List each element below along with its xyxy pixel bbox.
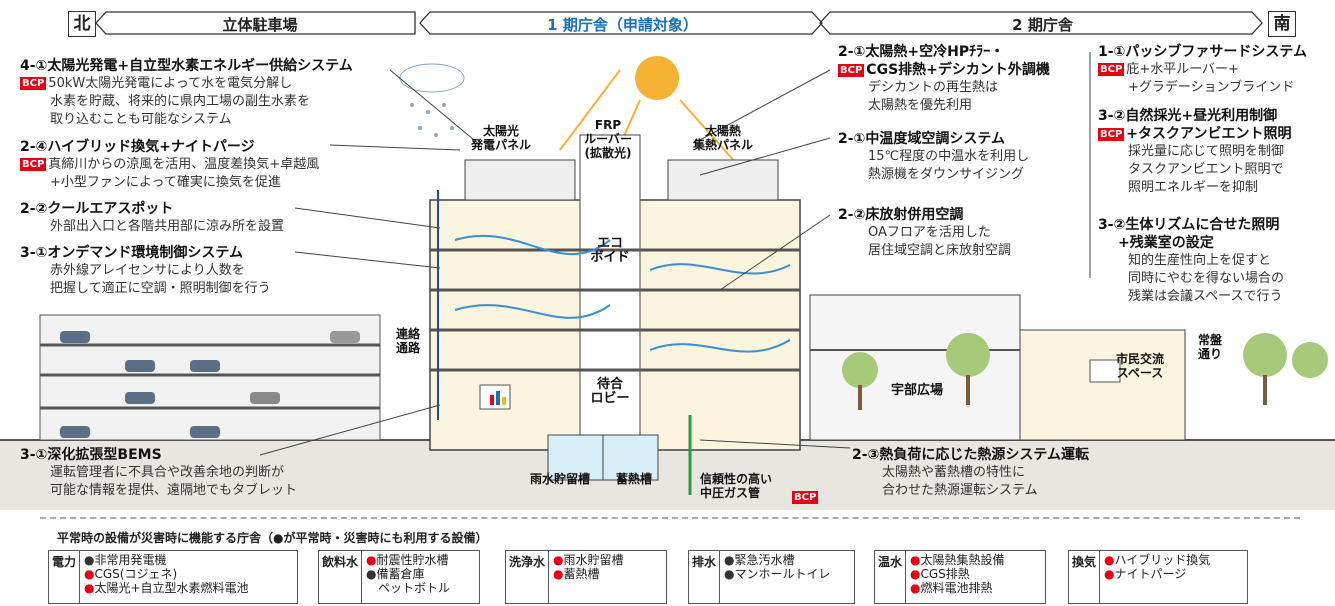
gas-pipe-bcp-badge: BCP <box>792 491 819 504</box>
annotation-daylight-control: 3-②自然採光+昼光利用制御 BCP+タスクアンビエント照明 採光量に応じて照明… <box>1098 108 1292 195</box>
gas-pipe-label: 信頼性の高い 中圧ガス管 <box>700 472 773 500</box>
annotation-heat-source: 2-③熱負荷に応じた熱源システム運転 太陽熱や蓄熱槽の特性に 合わせた熱源運転シ… <box>852 447 1089 498</box>
annotation-cool-air-spot: 2-②クールエアスポット 外部出入口と各階共用部に涼み所を設置 <box>20 201 285 234</box>
street-label: 常盤 通り <box>1197 333 1222 361</box>
sun <box>635 56 679 100</box>
frp-louver-label: FRP ルーバー (拡散光) <box>584 118 632 160</box>
lobby-label: 待合 ロビー <box>590 377 630 406</box>
legend-title: 平常時の設備が災害時に機能する庁舎（●が平常時・災害時にも利用する設備） <box>57 531 488 545</box>
south-marker: 南 <box>1268 11 1296 37</box>
legend-divider <box>40 517 1300 519</box>
north-marker: 北 <box>68 11 96 37</box>
rain-tank-label: 雨水貯留槽 <box>529 472 590 486</box>
building-cross-section <box>0 52 1335 510</box>
solar-heat-panel-label: 太陽熱 集熱パネル <box>692 124 753 152</box>
section-arrows <box>95 11 1263 35</box>
legend-wash-water: 洗浄水 ●雨水貯留槽 ●蓄熱槽 <box>505 550 667 604</box>
section-parking: 立体駐車場 <box>222 16 298 34</box>
legend-drinking-water: 飲料水 ●耐震性貯水槽 ●備蓄倉庫 ペットボトル <box>318 550 480 604</box>
eco-void-label: エコ ボイド <box>590 236 630 265</box>
annotation-on-demand-control: 3-①オンデマンド環境制御システム 赤外線アレイセンサにより人数を 把握して適正… <box>20 245 271 296</box>
corridor-label: 連絡 通路 <box>395 327 420 355</box>
legend-hot-water: 温水 ●太陽熱集熱設備 ●CGS排熱 ●燃料電池排熱 <box>874 550 1046 604</box>
section-phase2: 2 期庁舎 <box>1012 16 1073 34</box>
heat-storage-tank-label: 蓄熱槽 <box>615 472 652 486</box>
section-phase1: 1 期庁舎（申請対象） <box>547 16 698 34</box>
civic-space-label: 市民交流 スペース <box>1115 352 1164 380</box>
plaza-label: 宇部広場 <box>890 383 943 398</box>
annotation-mid-temp-hvac: 2-①中温度域空調システム 15℃程度の中温水を利用し 熱源機をダウンサイジング <box>838 130 1088 184</box>
annotation-biorhythm-lighting: 3-②生体リズムに合せた照明 +残業室の設定 知的生産性向上を促すと 同時にやむ… <box>1098 217 1285 304</box>
parking-structure <box>39 314 381 441</box>
legend-power: 電力 ●非常用発電機 ●CGS(コジェネ) ●太陽光+自立型水素燃料電池 <box>48 550 298 604</box>
annotation-floor-radiant: 2-②床放射併用空調 OAフロアを活用した 居住域空調と床放射空調 <box>838 206 1088 260</box>
annotation-bems: 3-①深化拡張型BEMS 運転管理者に不具合や改善余地の判断が 可能な情報を提供… <box>20 447 298 498</box>
legend-drainage: 排水 ●緊急汚水槽 ●マンホールトイレ <box>688 550 855 604</box>
legend-ventilation: 換気 ●ハイブリッド換気 ●ナイトパージ <box>1068 550 1248 604</box>
solar-panel-label: 太陽光 発電パネル <box>470 124 531 152</box>
